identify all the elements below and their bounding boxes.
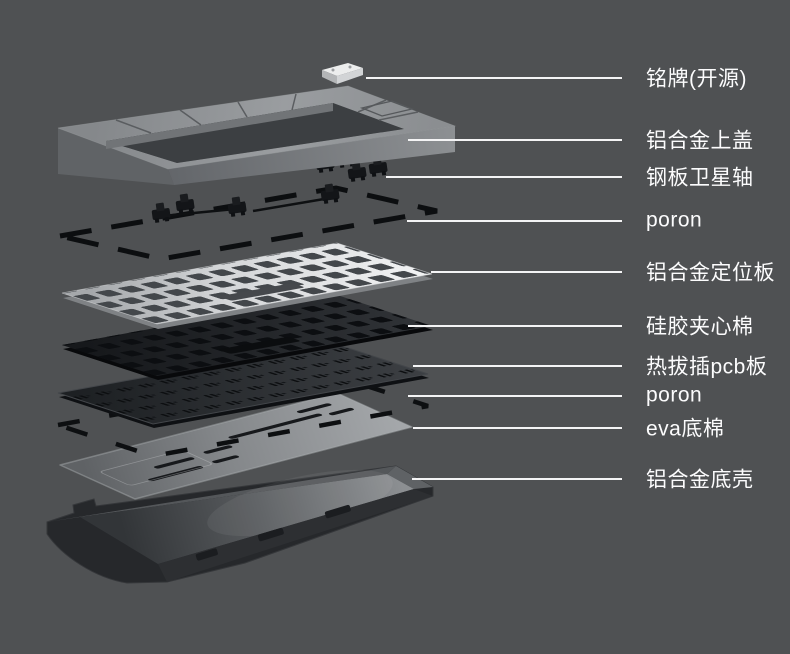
callout-label-nameplate: 铭牌(开源) [646, 67, 747, 91]
layer-nameplate [322, 63, 363, 84]
leader-line-silicone-foam [408, 325, 622, 327]
leader-line-nameplate [366, 77, 622, 79]
layer-poron-bottom [57, 372, 429, 459]
callout-label-top-case: 铝合金上盖 [646, 129, 754, 153]
layer-top-case [57, 85, 457, 185]
leader-line-pcb [413, 365, 622, 367]
callout-label-plate: 铝合金定位板 [646, 261, 775, 285]
leader-line-poron-bottom [408, 395, 622, 397]
case-ribs [115, 93, 419, 134]
leader-line-eva-foam [413, 427, 622, 429]
leader-line-poron-top [407, 220, 622, 222]
case-notches [195, 504, 351, 561]
layer-plate [61, 242, 433, 329]
callout-label-poron-bottom: poron [646, 383, 703, 407]
layer-poron-top [59, 185, 438, 262]
callout-label-silicone-foam: 硅胶夹心棉 [646, 315, 754, 339]
leader-line-bottom-case [412, 478, 622, 480]
callout-label-eva-foam: eva底棉 [646, 417, 725, 441]
layer-stabilizers [150, 146, 389, 224]
callout-label-stabilizers: 钢板卫星轴 [646, 166, 754, 190]
layer-eva-foam [59, 392, 413, 500]
leader-line-plate [431, 271, 622, 273]
callout-label-poron-top: poron [646, 208, 703, 232]
leader-line-stabilizers [386, 176, 622, 178]
layer-bottom-case [46, 465, 434, 584]
callout-label-bottom-case: 铝合金底壳 [646, 468, 754, 492]
layer-pcb [57, 342, 429, 428]
callout-label-pcb: 热拔插pcb板 [646, 355, 768, 379]
leader-line-top-case [408, 139, 622, 141]
layer-silicone-foam [62, 295, 433, 380]
